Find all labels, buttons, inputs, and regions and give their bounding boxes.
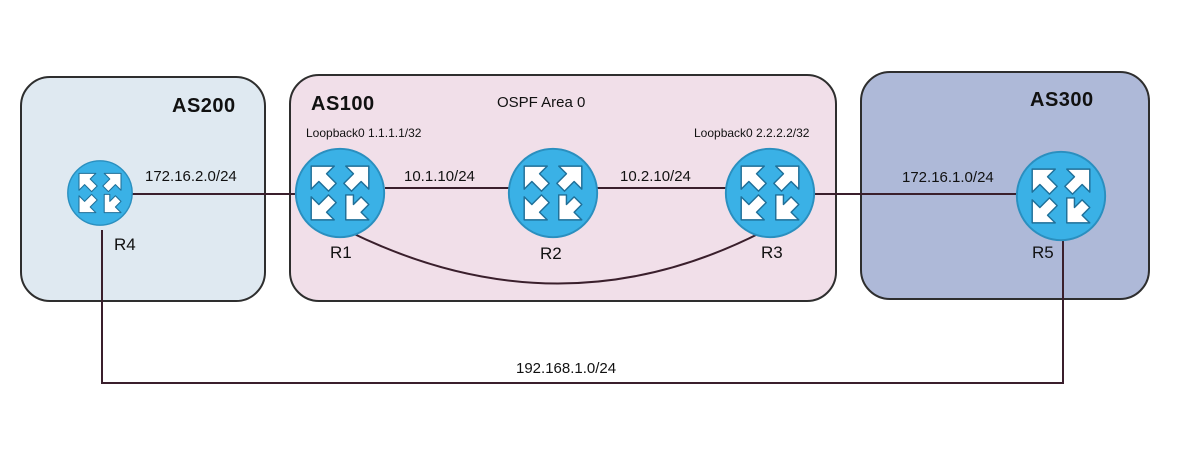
- r4-label: R4: [114, 235, 136, 254]
- net-r4-r1-label: 172.16.2.0/24: [145, 168, 237, 185]
- router-r4-icon[interactable]: [65, 158, 135, 228]
- r1-loopback-label: Loopback0 1.1.1.1/32: [306, 126, 422, 140]
- net-r1-r2-label: 10.1.10/24: [404, 168, 475, 185]
- router-r3-icon[interactable]: [722, 145, 818, 241]
- as200-domain: [20, 76, 266, 302]
- as100-label: AS100: [311, 93, 375, 115]
- router-r2-icon[interactable]: [505, 145, 601, 241]
- net-r2-r3-label: 10.2.10/24: [620, 168, 691, 185]
- r1-label: R1: [330, 243, 352, 262]
- net-r3-r5-label: 172.16.1.0/24: [902, 169, 994, 186]
- r3-loopback-label: Loopback0 2.2.2.2/32: [694, 126, 810, 140]
- router-r5-icon[interactable]: [1013, 148, 1109, 244]
- ospf-area-label: OSPF Area 0: [497, 94, 586, 111]
- link-r4-r5: [101, 230, 1064, 384]
- r2-label: R2: [540, 244, 562, 263]
- link-r1-r3-curve: [349, 231, 763, 285]
- as300-label: AS300: [1030, 89, 1094, 111]
- router-r1-icon[interactable]: [292, 145, 388, 241]
- as200-label: AS200: [172, 95, 236, 117]
- net-r4-r5-label: 192.168.1.0/24: [516, 360, 617, 377]
- r3-label: R3: [761, 243, 783, 262]
- r5-label: R5: [1032, 243, 1054, 262]
